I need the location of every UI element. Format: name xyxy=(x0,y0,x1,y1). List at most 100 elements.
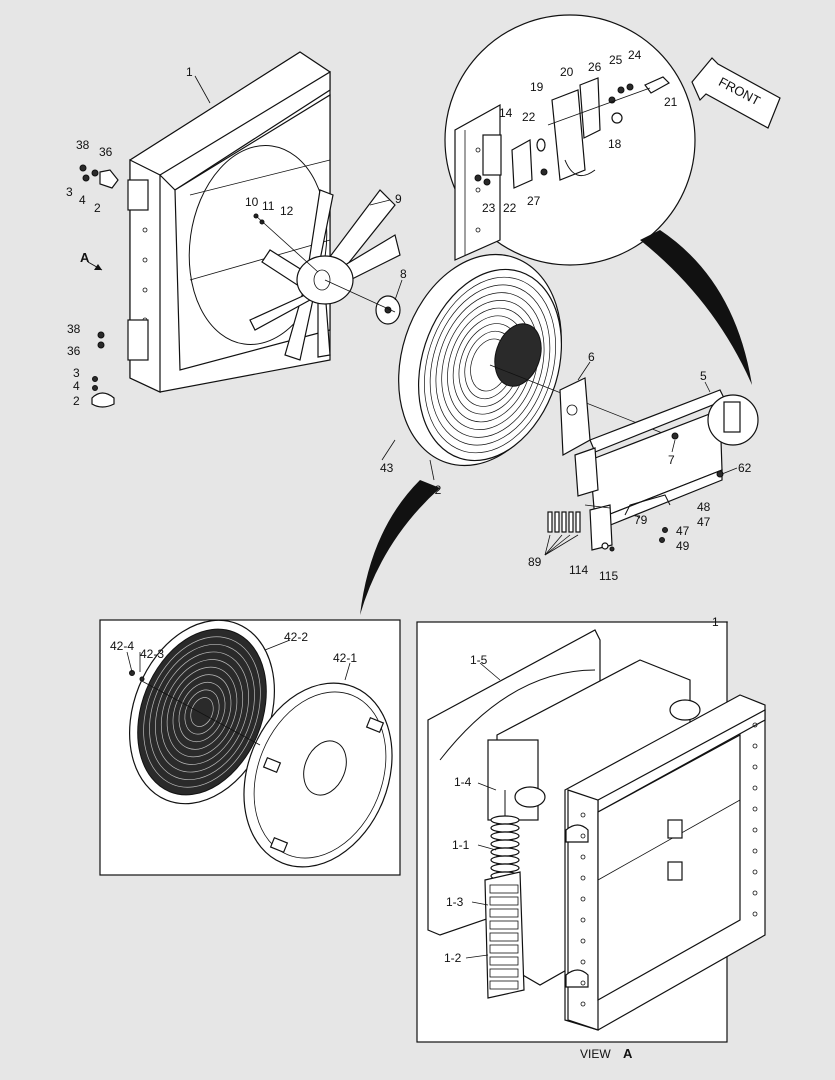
grille-ring xyxy=(166,666,238,758)
frame-hole xyxy=(580,812,586,818)
tank-cell xyxy=(489,896,519,906)
callout-49: 49 xyxy=(676,539,690,553)
callout-24: 24 xyxy=(628,48,642,62)
frame-hole xyxy=(752,785,758,791)
callout-114: 114 xyxy=(569,563,588,577)
view-a-caption-letter: A xyxy=(623,1046,633,1061)
callout-1-3: 1-3 xyxy=(446,895,464,909)
view-a-detail-box xyxy=(416,621,766,1043)
frame-hole xyxy=(580,959,586,965)
callout-22b: 22 xyxy=(503,201,517,215)
leader-lines xyxy=(126,75,738,959)
callout-42-2: 42-2 xyxy=(284,630,308,644)
detail-pointer-wedge xyxy=(360,480,440,615)
callout-42-3: 42-3 xyxy=(140,647,164,661)
tank-cell xyxy=(489,944,519,954)
grille-ring xyxy=(143,636,261,788)
callout-21: 21 xyxy=(664,95,678,109)
callout-47a: 47 xyxy=(697,515,711,529)
callout-8: 8 xyxy=(400,267,407,281)
grille-ring xyxy=(266,707,374,843)
callout-20: 20 xyxy=(560,65,574,79)
fan-grille-drawing xyxy=(398,253,681,467)
tank-cell xyxy=(489,908,519,918)
callout-43: 43 xyxy=(380,461,394,475)
callout-48: 48 xyxy=(697,500,711,514)
frame-hole xyxy=(752,764,758,770)
callout-36a: 36 xyxy=(99,145,113,159)
view-a-arrow xyxy=(87,261,103,271)
callout-89: 89 xyxy=(528,555,542,569)
callout-36b: 36 xyxy=(67,344,81,358)
radiator-frame-drawing xyxy=(127,51,331,393)
callout-3a: 3 xyxy=(66,185,73,199)
callout-11: 11 xyxy=(262,199,275,213)
grille-ring xyxy=(149,643,255,781)
callout-1-1: 1-1 xyxy=(452,838,470,852)
frame-hole xyxy=(580,833,586,839)
callout-42: 42 xyxy=(428,483,442,497)
callout-42-4: 42-4 xyxy=(110,639,134,653)
grille-ring xyxy=(160,659,244,765)
bracket-assembly-drawing xyxy=(547,377,759,552)
grille-detail-box xyxy=(99,619,401,876)
frame-hole xyxy=(752,743,758,749)
hose-ring xyxy=(490,863,520,873)
hose-ring xyxy=(490,839,520,849)
grille-ring xyxy=(285,731,355,819)
tank-cell xyxy=(489,956,519,966)
callout-23: 23 xyxy=(482,201,496,215)
callout-27: 27 xyxy=(527,194,541,208)
callout-79: 79 xyxy=(634,513,648,527)
frame-hole xyxy=(580,938,586,944)
callout-2b: 2 xyxy=(73,394,80,408)
frame-hole xyxy=(580,917,586,923)
tank-cell xyxy=(489,884,519,894)
frame-hole xyxy=(752,806,758,812)
fan-drawing xyxy=(249,189,401,361)
grille-ring xyxy=(184,689,220,735)
hose-ring xyxy=(490,831,520,841)
grille-ring xyxy=(260,699,380,851)
frame-hole xyxy=(752,869,758,875)
callout-47b: 47 xyxy=(676,524,690,538)
callout-6: 6 xyxy=(588,350,595,364)
callout-115: 115 xyxy=(599,569,618,583)
hose-ring xyxy=(490,855,520,865)
frame-hole xyxy=(580,980,586,986)
view-a-callout-1: 1 xyxy=(712,615,719,629)
frame-hole xyxy=(752,890,758,896)
grille-ring xyxy=(172,674,232,750)
callout-62: 62 xyxy=(738,461,752,475)
frame-hole xyxy=(752,722,758,728)
callout-18: 18 xyxy=(608,137,622,151)
callout-5: 5 xyxy=(700,369,707,383)
frame-hole xyxy=(580,875,586,881)
callout-10: 10 xyxy=(245,195,259,209)
frame-hole xyxy=(752,911,758,917)
frame-hole xyxy=(580,854,586,860)
hose-ring xyxy=(490,815,520,825)
callout-25: 25 xyxy=(609,53,623,67)
tank-cell xyxy=(489,980,519,990)
callout-12: 12 xyxy=(280,204,294,218)
callout-4b: 4 xyxy=(73,379,80,393)
hose-ring xyxy=(490,823,520,833)
callout-42-1: 42-1 xyxy=(333,651,357,665)
callout-1-2: 1-2 xyxy=(444,951,462,965)
view-a-caption-prefix: VIEW xyxy=(580,1047,611,1061)
callout-3b: 3 xyxy=(73,366,80,380)
callout-14: 14 xyxy=(499,106,513,120)
callout-38a: 38 xyxy=(76,138,90,152)
grille-ring xyxy=(155,651,249,773)
frame-hole xyxy=(580,1001,586,1007)
hose-ring xyxy=(490,847,520,857)
callout-7: 7 xyxy=(668,453,675,467)
grille-ring xyxy=(441,300,539,430)
tank-cell xyxy=(489,968,519,978)
tank-cell xyxy=(489,932,519,942)
grille-ring xyxy=(279,723,361,827)
callout-38b: 38 xyxy=(67,322,81,336)
callout-22a: 22 xyxy=(522,110,536,124)
frame-hole xyxy=(580,896,586,902)
